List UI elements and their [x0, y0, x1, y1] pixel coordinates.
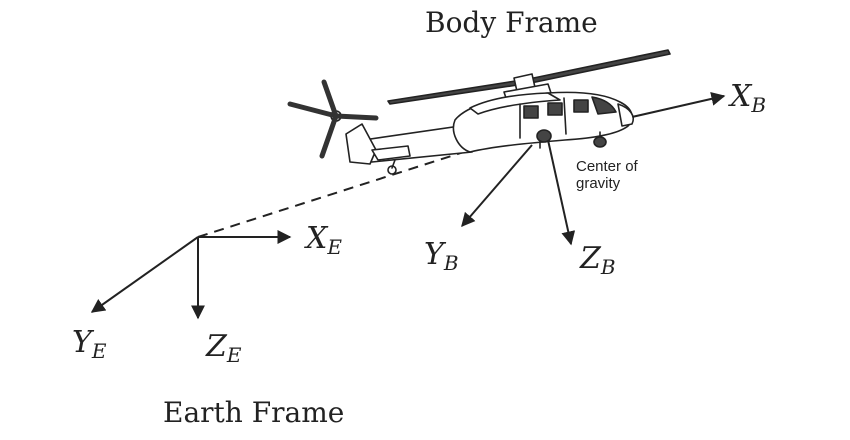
cabin-window-3: [523, 105, 539, 119]
body-y-axis-label: YB: [424, 237, 459, 275]
tail-stabilizer: [371, 145, 411, 161]
body-y-subscript: B: [443, 251, 459, 275]
earth-frame-title: Earth Frame: [163, 396, 345, 429]
nose: [617, 103, 634, 127]
main-rotor-blade-right: [523, 49, 671, 85]
body-z-letter: Z: [580, 241, 601, 276]
earth-y-axis-label: YE: [72, 325, 107, 363]
cabin-window-1: [573, 99, 589, 113]
earth-x-axis-label: XE: [306, 221, 342, 259]
body-z-axis-label: ZB: [580, 241, 616, 279]
earth-z-subscript: E: [226, 343, 242, 367]
center-of-gravity-line2: gravity: [576, 175, 621, 192]
body-frame-title: Body Frame: [425, 6, 598, 39]
frame-link-dashed-line: [197, 149, 471, 238]
tail-fin: [345, 123, 377, 165]
wheel-main: [536, 129, 552, 143]
center-of-gravity-label: Center of gravity: [576, 158, 638, 192]
earth-x-subscript: E: [327, 235, 342, 259]
body-y-axis-arrow: [461, 144, 533, 228]
door-outline: [519, 97, 567, 139]
body-frame-axes: [461, 91, 726, 246]
tail-gear-strut: [391, 159, 396, 169]
body-z-axis-arrow: [547, 139, 576, 246]
engine-cowling: [469, 92, 561, 115]
earth-z-letter: Z: [206, 329, 227, 364]
earth-frame-axes: [90, 230, 292, 320]
center-of-gravity-line1: Center of: [576, 158, 638, 175]
cockpit-window: [591, 96, 617, 115]
earth-y-axis-arrow: [90, 236, 199, 313]
earth-y-subscript: E: [91, 339, 107, 363]
body-x-subscript: B: [751, 93, 767, 117]
earth-x-letter: X: [306, 221, 328, 256]
body-z-subscript: B: [600, 255, 616, 279]
earth-z-axis-label: ZE: [206, 329, 242, 367]
body-x-axis-label: XB: [730, 79, 767, 117]
body-x-letter: X: [730, 79, 752, 114]
tail-rotor: [287, 79, 379, 159]
wheel-front: [593, 136, 607, 148]
earth-y-letter: Y: [72, 325, 92, 360]
helicopter-icon: [287, 49, 671, 175]
cabin-window-2: [547, 102, 563, 116]
body-x-axis-arrow: [631, 91, 726, 118]
body-y-letter: Y: [424, 237, 444, 272]
